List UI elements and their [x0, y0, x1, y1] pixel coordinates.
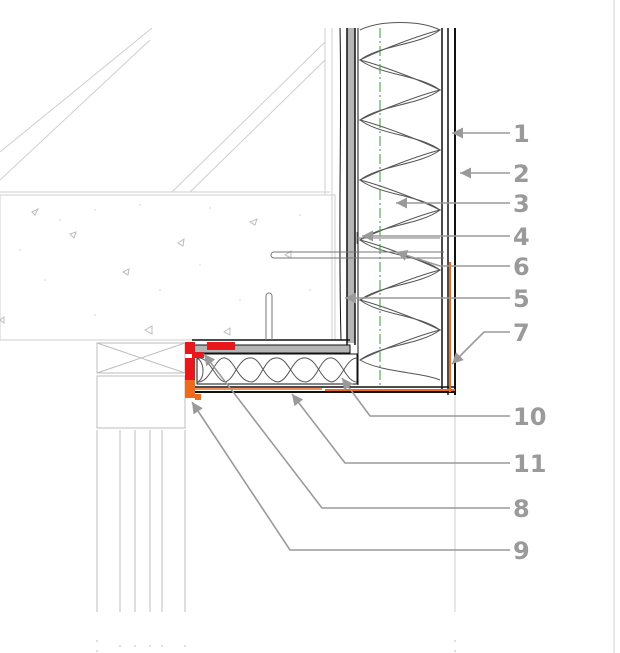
callout-5: 5: [513, 285, 530, 313]
callout-labels: 1 2 3 4 6 5 7 10 11 8 9: [513, 120, 546, 565]
callout-4: 4: [513, 223, 530, 251]
wall-assembly: [331, 22, 456, 612]
callout-8: 8: [513, 495, 530, 523]
window-frame: [96, 342, 456, 653]
callout-6: 6: [513, 253, 530, 281]
concrete-slab: [0, 194, 336, 341]
callout-3: 3: [513, 190, 530, 218]
insulation-pattern: [359, 22, 441, 381]
soffit-assembly: [191, 232, 455, 393]
callout-leaders: [191, 127, 510, 551]
sealing-tape: [185, 342, 235, 400]
callout-1: 1: [513, 120, 530, 148]
callout-2: 2: [513, 160, 530, 188]
callout-11: 11: [513, 450, 546, 478]
callout-10: 10: [513, 403, 546, 431]
callout-9: 9: [513, 537, 530, 565]
callout-7: 7: [513, 319, 530, 347]
background-hatch: [0, 27, 330, 195]
